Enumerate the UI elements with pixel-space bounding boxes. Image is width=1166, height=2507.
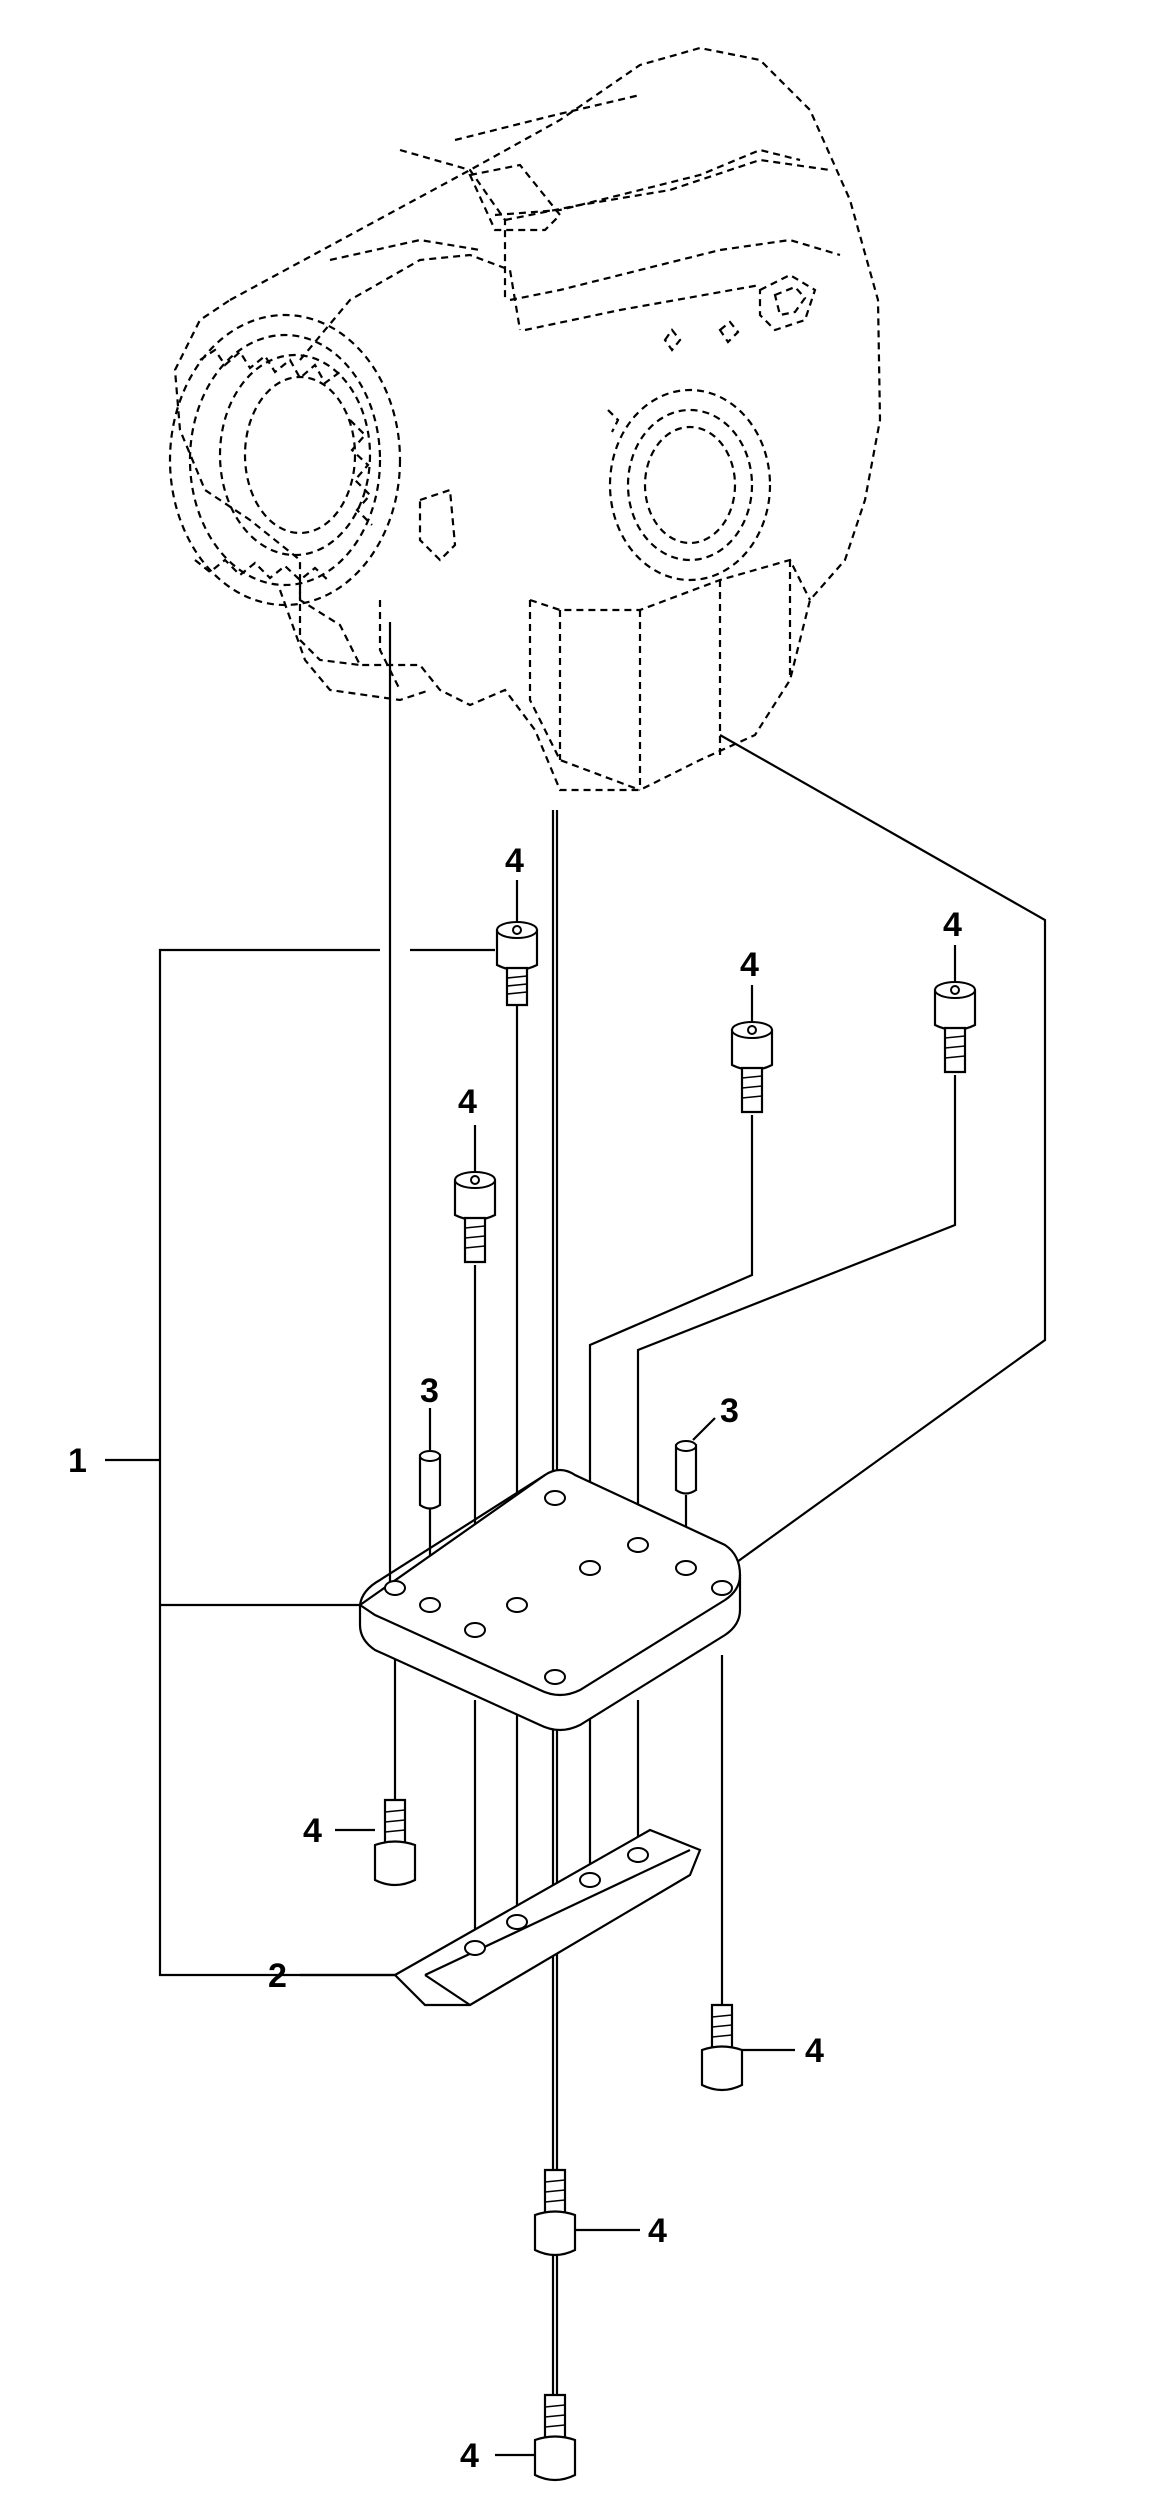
cap-screw-bottom-1 [373,1798,417,1887]
cap-screw-top-3 [730,1021,774,1114]
mounting-plate [358,1468,742,1732]
cap-screw-bottom-4 [533,2393,577,2482]
callout-4-top-4: 4 [943,906,962,944]
callout-2: 2 [268,1957,287,1995]
callout-3-right: 3 [720,1392,739,1430]
callout-1: 1 [68,1442,87,1480]
callout-leaders [335,880,957,2457]
callout-bracket [105,948,495,1977]
callout-4-bottom-2: 4 [805,2032,824,2070]
cap-screw-top-1 [495,921,539,1007]
gearbox-housing-phantom [168,46,882,792]
callout-4-top-3: 4 [740,946,759,984]
callout-3-left: 3 [420,1372,439,1410]
callout-4-top-2: 4 [458,1083,477,1121]
dowel-pin-right [674,1440,698,1495]
callout-4-bottom-4: 4 [460,2437,479,2475]
cap-screw-top-4 [933,981,977,1074]
dowel-pin-left [418,1450,442,1510]
cap-screw-top-2 [453,1171,497,1264]
cap-screw-bottom-2 [700,2003,744,2092]
callout-4-top-1: 4 [505,842,524,880]
clamp-bar [393,1828,702,2007]
callout-labels: 1 2 3 3 4 4 4 4 4 4 4 4 [68,842,962,2475]
cap-screw-bottom-3 [533,2168,577,2257]
callout-4-bottom-1: 4 [303,1812,322,1850]
callout-4-bottom-3: 4 [648,2212,667,2250]
alignment-lines [388,622,1047,2460]
